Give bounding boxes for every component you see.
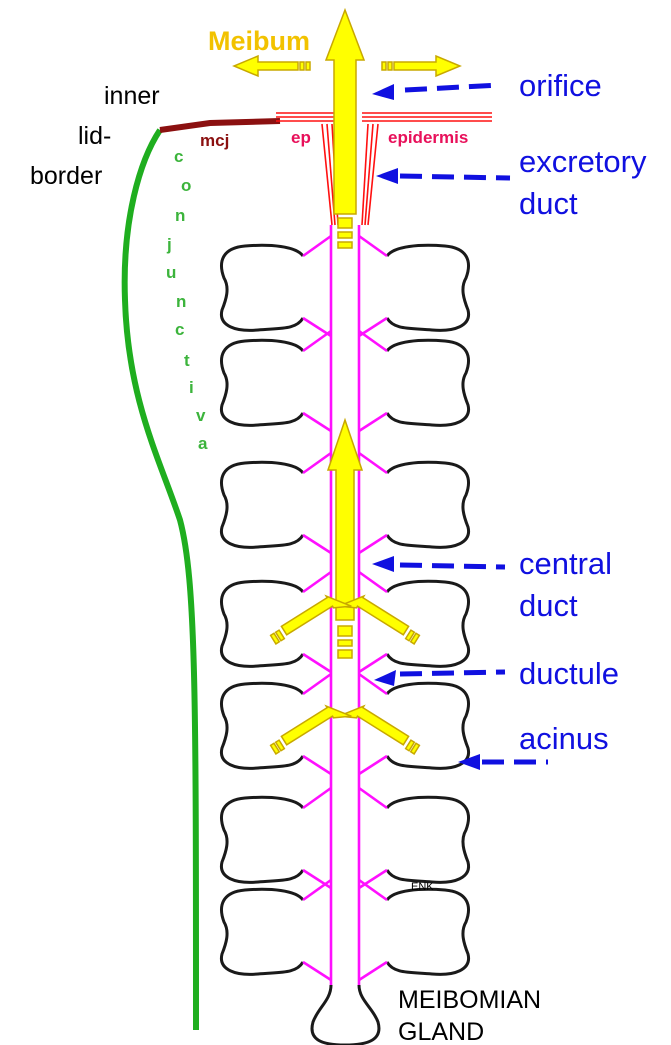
lid-label: lid-	[78, 122, 111, 150]
ductule-wall	[303, 962, 331, 980]
ductule-wall	[359, 880, 387, 900]
ep-label: ep	[291, 128, 311, 147]
ductule-wall	[359, 756, 387, 774]
ductule-wall	[359, 962, 387, 980]
ductule-wall	[359, 535, 387, 553]
central-label-line2: duct	[519, 588, 578, 623]
acinus-left	[221, 889, 303, 974]
acinus-right	[387, 889, 469, 974]
acinus-pointer	[458, 754, 548, 770]
ductule-wall	[359, 870, 387, 888]
epidermis-label: epidermis	[388, 128, 468, 147]
ductule-arrow-right	[268, 698, 351, 761]
conjunctiva-letter: v	[196, 406, 206, 425]
gland-label-line2: GLAND	[398, 1018, 484, 1045]
enk-label: ENK	[411, 881, 434, 893]
conjunctiva-letter: j	[166, 235, 172, 254]
ductule-wall	[303, 880, 331, 900]
terminal-acinus	[312, 985, 379, 1045]
acinus-left	[221, 340, 303, 425]
ductule-wall	[303, 674, 331, 694]
acinus-left	[221, 797, 303, 882]
conjunctiva-letter: t	[184, 351, 190, 370]
conjunctiva-letter: a	[198, 434, 208, 453]
acinus-right	[387, 462, 469, 547]
conjunctiva-letter: n	[175, 206, 185, 225]
ductule-wall	[359, 331, 387, 351]
ductule-wall	[359, 236, 387, 256]
ductule-wall	[303, 788, 331, 808]
border-label: border	[30, 162, 102, 190]
ductule-wall	[303, 870, 331, 888]
mcj-label: mcj	[200, 131, 229, 150]
central-duct-arrow	[328, 420, 362, 658]
ductule-wall	[359, 453, 387, 473]
acinus-right	[387, 683, 469, 768]
acinus-label: acinus	[519, 721, 609, 756]
ductule-wall	[303, 331, 331, 351]
ductule-wall	[359, 654, 387, 672]
ductule-wall	[303, 413, 331, 431]
conjunctiva-letter: i	[189, 378, 194, 397]
mcj-line	[160, 121, 280, 130]
ductule-wall	[359, 413, 387, 431]
excretory-label-line1: excretory	[519, 144, 647, 179]
acinus-right	[387, 245, 469, 330]
excretory-pointer	[376, 168, 510, 184]
inner-label: inner	[104, 82, 160, 110]
conjunctiva-letter: n	[176, 292, 186, 311]
ductule-wall	[303, 453, 331, 473]
acinus-left	[221, 683, 303, 768]
central-label-line1: central	[519, 546, 612, 581]
excretory-label-line2: duct	[519, 186, 578, 221]
ductule-wall	[359, 788, 387, 808]
gland-label-line1: MEIBOMIAN	[398, 986, 541, 1014]
ductule-wall	[303, 236, 331, 256]
conjunctiva-letter: u	[166, 263, 176, 282]
acinus-right	[387, 797, 469, 882]
acinus-right	[387, 340, 469, 425]
acinus-left	[221, 245, 303, 330]
conjunctiva-line	[125, 130, 196, 1030]
ductule-arrow-left	[339, 698, 422, 761]
ductule-wall	[359, 572, 387, 592]
ductule-wall	[303, 756, 331, 774]
acinus-left	[221, 462, 303, 547]
ductule-wall	[303, 654, 331, 672]
conjunctiva-letter: o	[181, 176, 191, 195]
ductule-wall	[303, 572, 331, 592]
orifice-label: orifice	[519, 68, 602, 103]
conjunctiva-letter: c	[175, 320, 184, 339]
orifice-pointer	[372, 84, 500, 100]
conjunctiva-letter: c	[174, 147, 183, 166]
ductule-label: ductule	[519, 656, 619, 691]
central-duct-pointer	[372, 556, 505, 572]
meibum-label: Meibum	[208, 26, 310, 56]
ductule-wall	[303, 535, 331, 553]
